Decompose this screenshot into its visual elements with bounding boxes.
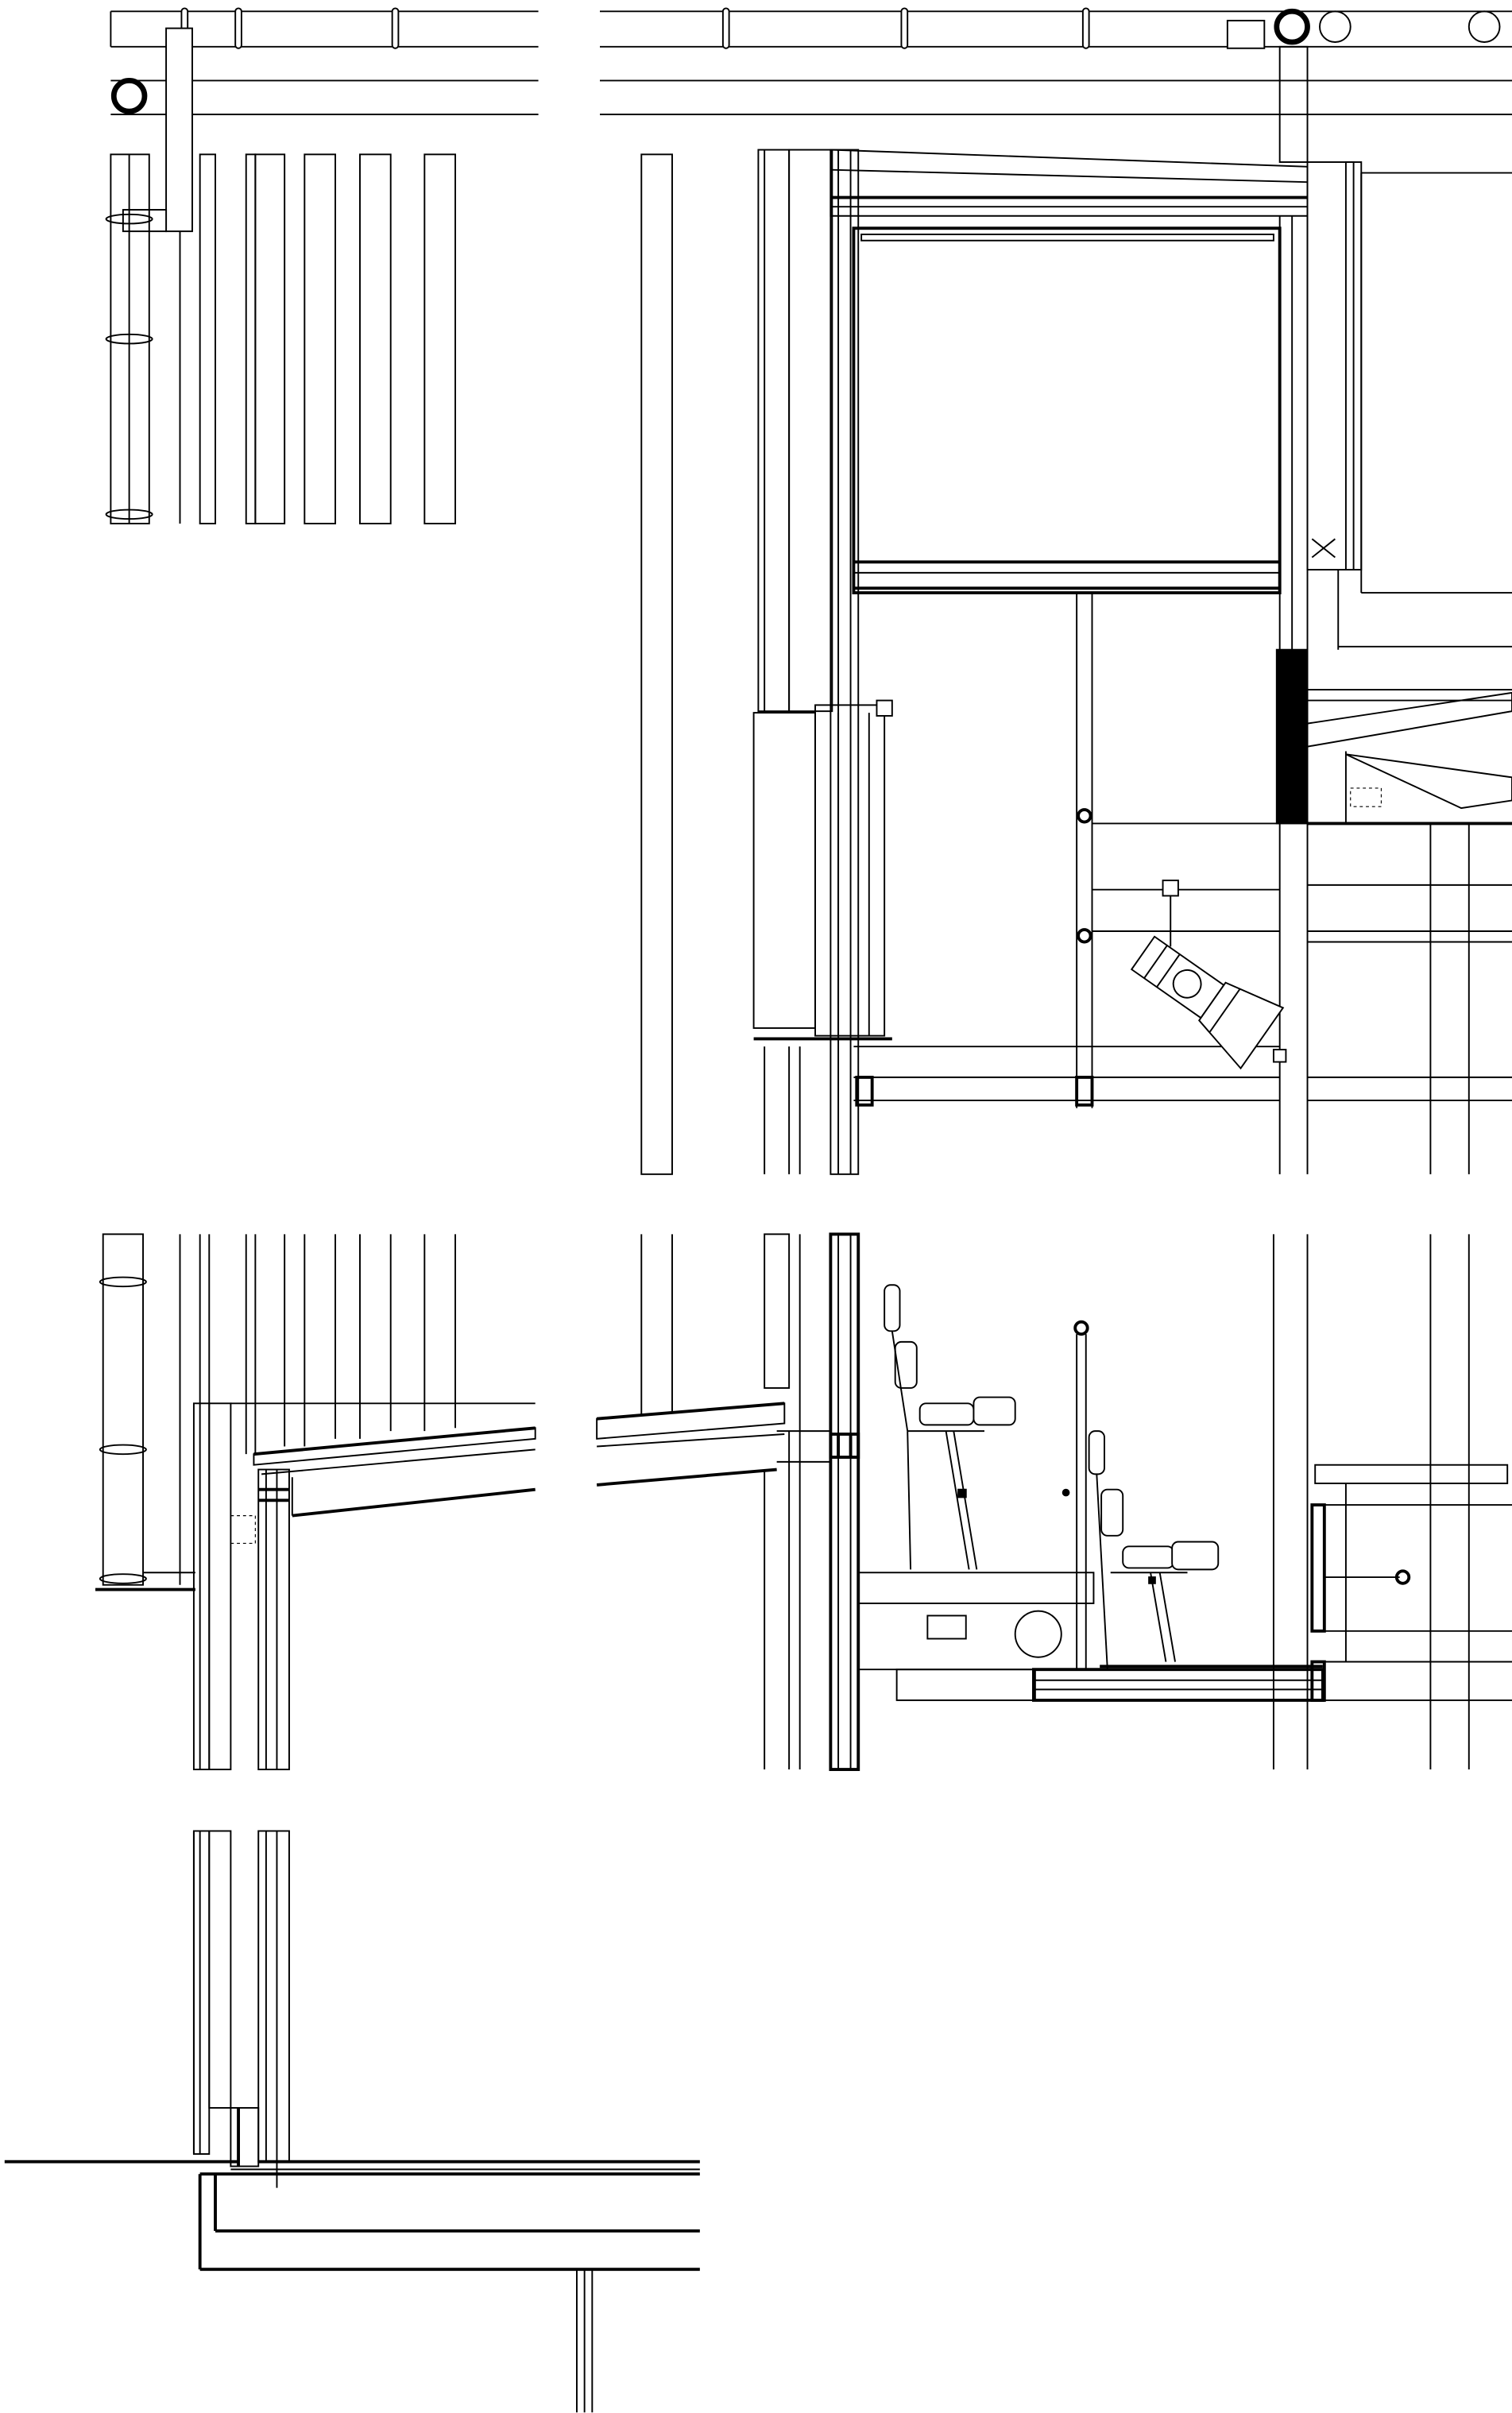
platform-upper	[857, 1572, 1095, 1701]
panel-middle-right	[596, 1232, 1512, 1771]
stand-upper	[1306, 689, 1512, 1174]
panel-bottom	[4, 1830, 700, 2413]
railing	[1061, 1320, 1089, 1670]
seat-lower-icon	[1088, 1430, 1220, 1670]
roof-purlins-right	[600, 7, 1512, 163]
clerestory-right	[1306, 161, 1512, 650]
stage-light-icon	[1130, 880, 1287, 1070]
cabinet	[752, 699, 893, 1041]
panel-top-right	[600, 7, 1512, 1175]
pipe-section-icon	[110, 78, 148, 114]
column-dark	[1275, 648, 1309, 825]
facade-mullion	[757, 149, 860, 1175]
stand-lower	[1272, 1234, 1512, 1770]
platform-lower	[1031, 1665, 1324, 1702]
facade-fins	[105, 153, 456, 524]
downpipe	[110, 27, 193, 233]
seat-upper-icon	[884, 1284, 1016, 1570]
roof-beam	[829, 149, 1309, 217]
panel-middle-left	[95, 1233, 536, 1771]
gantry	[853, 593, 1280, 1108]
fin-right	[640, 153, 673, 1175]
panel-top-left	[105, 7, 539, 524]
